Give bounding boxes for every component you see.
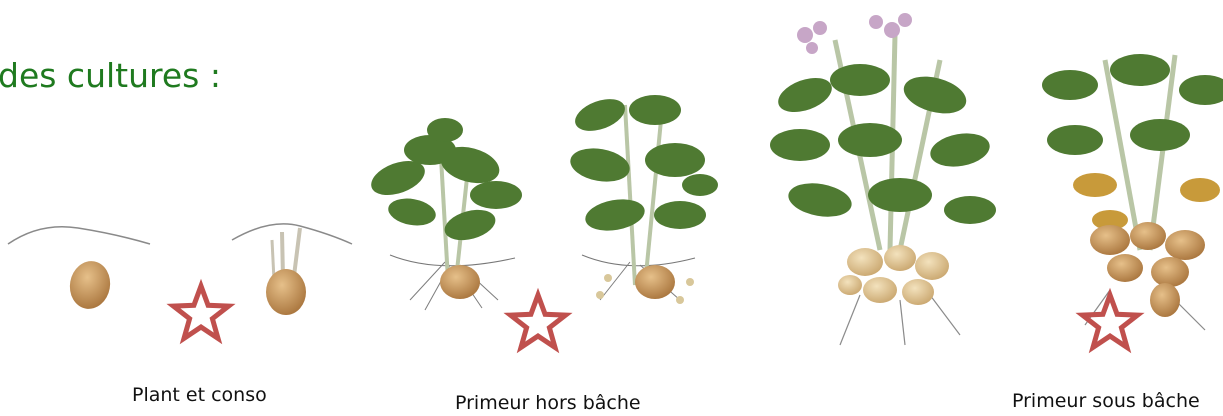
caption-plant-conso: Plant et conso [132, 384, 267, 406]
star-marker-2 [510, 295, 565, 347]
caption-primeur-sous-bache: Primeur sous bâche [1012, 390, 1200, 412]
caption-primeur-hors-bache: Primeur hors bâche [455, 392, 641, 414]
stage-planted-tuber [8, 227, 150, 312]
stage-tuber-initiation [568, 93, 718, 304]
stage-flowering-plant [770, 13, 996, 345]
stage-mature-plant [1042, 54, 1223, 330]
star-marker-1 [173, 286, 228, 338]
stage-sprouting-tuber [232, 224, 352, 315]
stage-young-plant [367, 118, 522, 310]
star-marker-3 [1082, 295, 1137, 347]
